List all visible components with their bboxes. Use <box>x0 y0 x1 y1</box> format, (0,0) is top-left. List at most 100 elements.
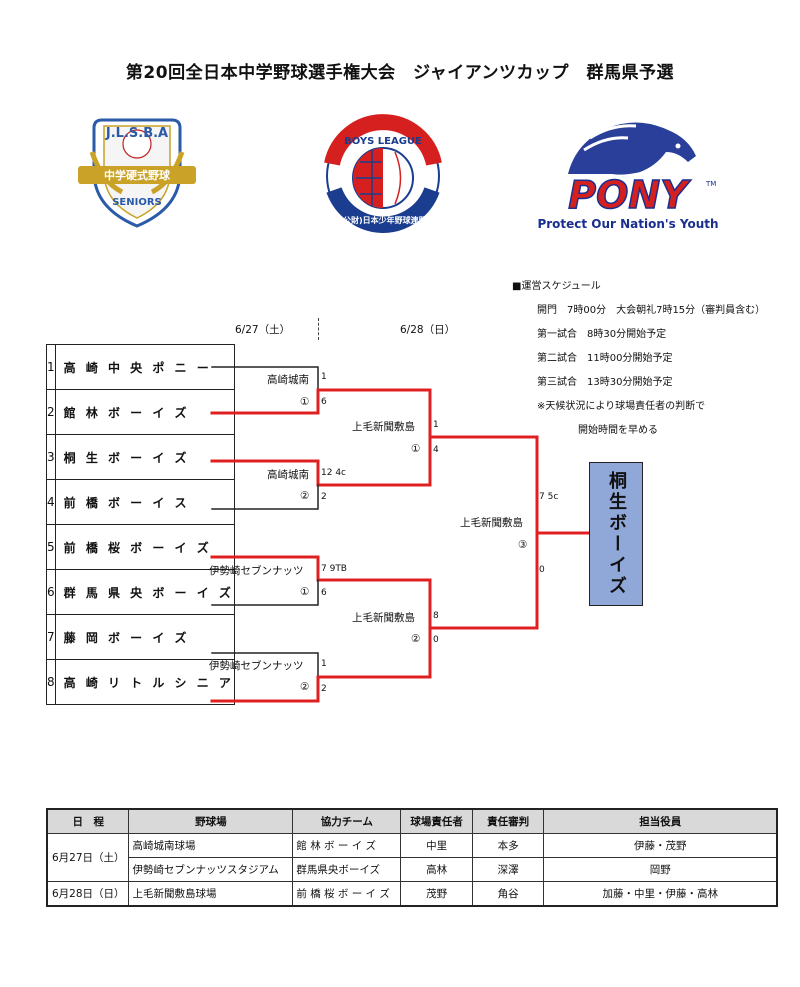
table-cell-manager: 中里 <box>400 833 473 858</box>
team-name: 館 林 ボ ー イ ズ <box>54 389 235 435</box>
date-day2: 6/28（日） <box>400 324 456 336</box>
r2-score-bottom: 0 <box>433 635 439 645</box>
table-row: 伊勢崎セブンナッツスタジアム 群馬県央ボーイズ 高林 深澤 岡野 <box>47 857 778 882</box>
table-header: 協力チーム <box>292 808 402 834</box>
jlsba-bottom-text: SENIORS <box>112 197 162 208</box>
r1-match-no: ② <box>300 681 310 693</box>
table-header: 日 程 <box>46 808 130 834</box>
bracket-line <box>428 435 539 535</box>
jlsba-top-text: J.L.S.B.A <box>105 126 168 141</box>
r2-match-no: ② <box>411 633 421 645</box>
pony-logo: PONY TM Protect Our Nation's Youth <box>528 112 728 234</box>
team-name: 前 橋 桜 ボ ー イ ズ <box>54 524 235 570</box>
table-row: 6月27日（土） 高崎城南球場 館 林 ボ ー イ ズ 中里 本多 伊藤・茂野 <box>46 833 778 882</box>
pony-tagline: Protect Our Nation's Youth <box>537 217 718 231</box>
r1-match-no: ② <box>300 490 310 502</box>
jlsba-logo: J.L.S.B.A 中学硬式野球 SENIORS <box>72 112 202 230</box>
r1-score-top: 1 <box>321 659 327 669</box>
r2-venue: 上毛新聞敷島 <box>352 612 415 624</box>
r2-score-bottom: 4 <box>433 445 439 455</box>
schedule-line: 第二試合 11時00分開始予定 <box>537 353 673 364</box>
table-cell-date: 6月28日（日） <box>46 881 130 907</box>
table-header-row: 日 程 野球場 協力チーム 球場責任者 責任審判 担当役員 <box>46 808 778 834</box>
r1-venue: 伊勢崎セブンナッツ <box>209 565 304 577</box>
table-cell-umpire: 角谷 <box>471 881 545 907</box>
final-venue: 上毛新聞敷島 <box>460 517 523 529</box>
table-cell-manager: 茂野 <box>400 881 473 907</box>
bracket-line <box>428 531 539 630</box>
jlsba-ribbon-text: 中学硬式野球 <box>104 168 171 182</box>
r1-score-bottom: 6 <box>321 588 327 598</box>
table-cell-team: 館 林 ボ ー イ ズ <box>292 833 402 858</box>
boys-league-arc-text: BOYS LEAGUE <box>344 136 422 147</box>
r1-venue: 高崎城南 <box>267 469 309 481</box>
table-cell-officers: 加藤・中里・伊藤・高林 <box>543 881 778 907</box>
date-day1: 6/27（土） <box>235 324 291 336</box>
team-name: 桐 生 ボ ー イ ズ <box>54 434 235 480</box>
pony-tm: TM <box>705 180 716 188</box>
boys-league-ring-text: (公財)日本少年野球連盟 <box>339 215 426 225</box>
team-name: 高 崎 リ ト ル シ ニ ア <box>54 659 235 705</box>
table-cell-team: 群馬県央ボーイズ <box>292 857 402 882</box>
champion-name: 桐生ボーイズ <box>606 471 627 597</box>
table-cell-umpire: 深澤 <box>471 857 545 882</box>
schedule-line: ※天候状況により球場責任者の判断で <box>537 401 706 412</box>
table-cell-venue: 伊勢崎セブンナッツスタジアム <box>128 857 294 882</box>
table-cell-venue: 高崎城南球場 <box>128 833 294 858</box>
table-cell-manager: 高林 <box>400 857 473 882</box>
page-title: 第20回全日本中学野球選手権大会 ジャイアンツカップ 群馬県予選 <box>125 63 675 83</box>
champion-box: 桐生ボーイズ <box>589 462 643 606</box>
bracket-line <box>211 652 319 678</box>
r1-match-no: ① <box>300 396 310 408</box>
table-cell-officers: 伊藤・茂野 <box>543 833 778 858</box>
r1-match-no: ① <box>300 586 310 598</box>
r1-score-top: 7 9TB <box>321 564 347 574</box>
final-score-top: 7 5c <box>539 492 559 502</box>
bracket-line <box>210 626 432 703</box>
bracket-line <box>211 579 319 606</box>
schedule-line: 開門 7時00分 大会朝礼7時15分（審判員含む） <box>537 305 766 316</box>
schedule-line: 第三試合 13時30分開始予定 <box>537 377 673 388</box>
table-header: 球場責任者 <box>400 808 473 834</box>
r1-venue: 伊勢崎セブンナッツ <box>209 660 304 672</box>
table-cell-team: 前 橋 桜 ボ ー イ ズ <box>292 881 402 907</box>
table-cell-date: 6月27日（土） <box>46 833 130 882</box>
pony-wordmark: PONY <box>568 173 691 217</box>
r2-match-no: ① <box>411 443 421 455</box>
bracket-line <box>211 484 319 510</box>
r1-score-top: 12 4c <box>321 468 346 478</box>
table-header: 野球場 <box>128 808 294 834</box>
bracket-line <box>211 366 319 391</box>
r1-score-bottom: 2 <box>321 684 327 694</box>
r2-score-top: 8 <box>433 611 439 621</box>
schedule-line: 開始時間を早める <box>578 425 658 436</box>
table-header: 担当役員 <box>543 808 778 834</box>
r1-score-bottom: 6 <box>321 397 327 407</box>
r2-score-top: 1 <box>433 420 439 430</box>
bracket-line <box>210 388 432 439</box>
r1-score-top: 1 <box>321 372 327 382</box>
schedule-heading: ■運営スケジュール <box>512 281 601 292</box>
team-name: 群 馬 県 央 ボ ー イ ズ <box>54 569 235 615</box>
r1-venue: 高崎城南 <box>267 374 309 386</box>
table-row: 6月28日（日） 上毛新聞敷島球場 前 橋 桜 ボ ー イ ズ 茂野 角谷 加藤… <box>46 881 778 907</box>
final-match-no: ③ <box>518 539 528 551</box>
table-header: 責任審判 <box>471 808 545 834</box>
team-name: 藤 岡 ボ ー イ ズ <box>54 614 235 660</box>
date-divider <box>318 318 319 340</box>
venue-schedule-table: 日 程 野球場 協力チーム 球場責任者 責任審判 担当役員 6月27日（土） 高… <box>46 808 778 907</box>
boys-league-logo: BOYS LEAGUE (公財)日本少年野球連盟 <box>320 112 446 236</box>
r2-venue: 上毛新聞敷島 <box>352 421 415 433</box>
table-cell-venue: 上毛新聞敷島球場 <box>128 881 294 907</box>
final-score-bottom: 0 <box>539 565 545 575</box>
table-cell-officers: 岡野 <box>543 857 778 882</box>
schedule-line: 第一試合 8時30分開始予定 <box>537 329 667 340</box>
